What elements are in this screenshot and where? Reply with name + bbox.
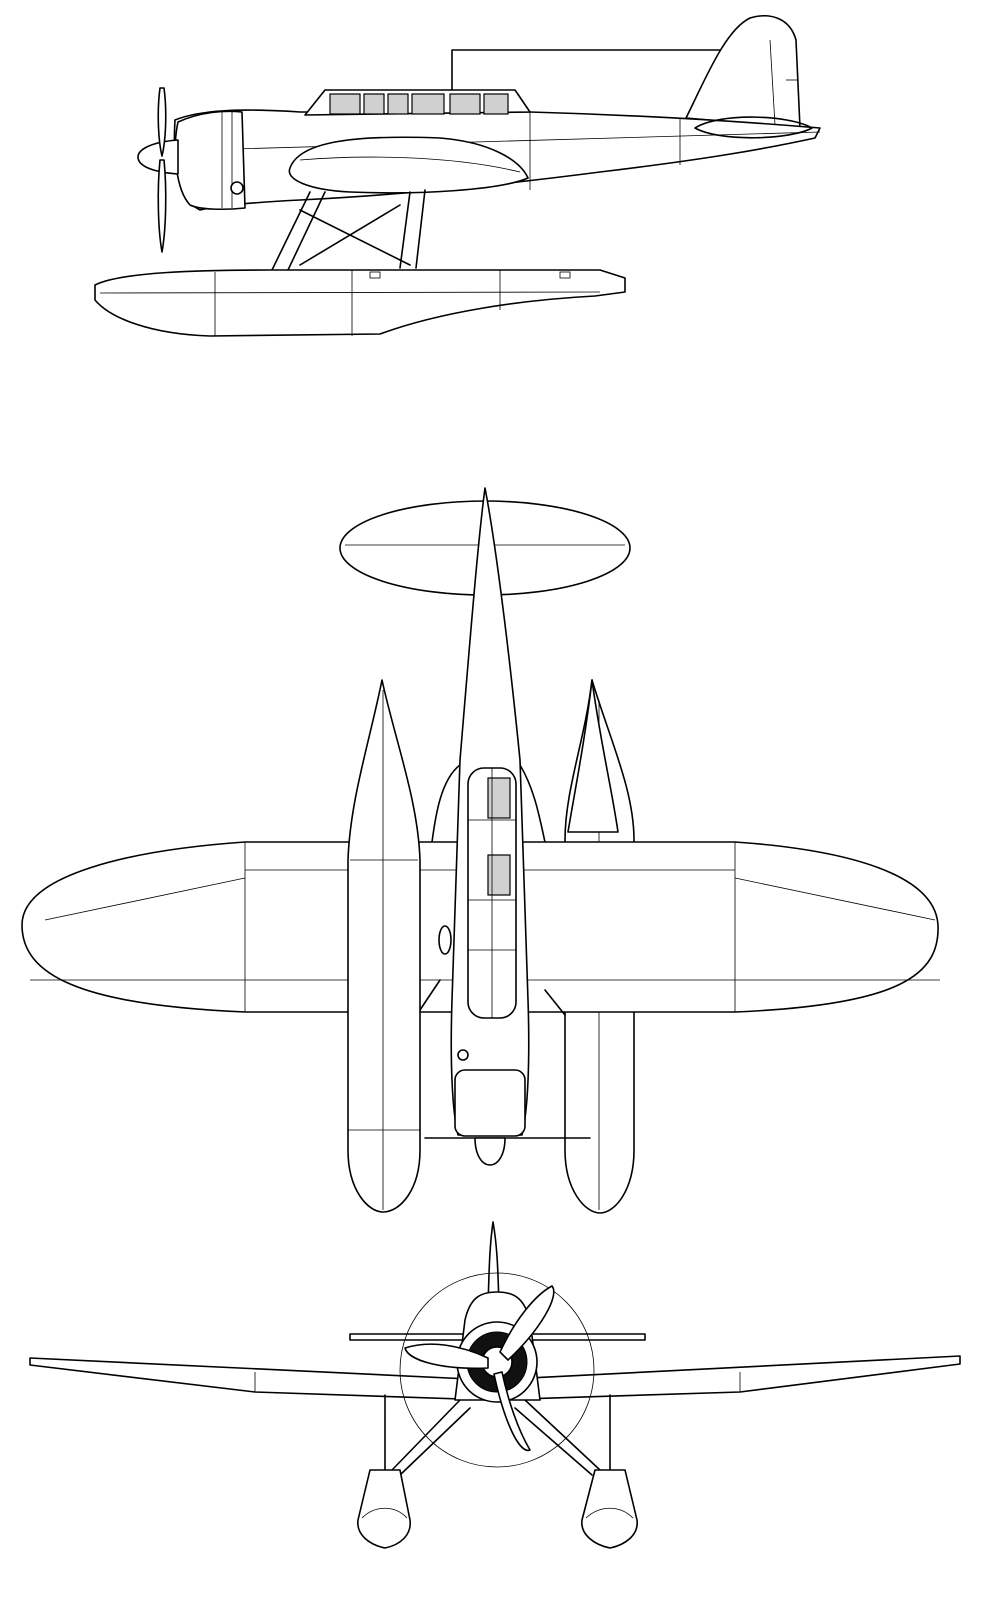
left-float (347, 679, 421, 1213)
canopy-pane (483, 93, 509, 115)
propeller-blade (157, 159, 167, 253)
front-view (29, 1221, 961, 1549)
left-float-front (357, 1469, 411, 1549)
propeller-blade (499, 1285, 555, 1361)
wing-root-fairing (288, 136, 529, 194)
engine-cowling-top (454, 1069, 526, 1137)
spinner (137, 139, 179, 175)
canopy-pane (449, 93, 481, 115)
canopy-pane (411, 93, 445, 115)
exhaust-icon (230, 181, 244, 195)
propeller-blade (493, 1371, 531, 1452)
top-view (21, 487, 940, 1214)
horizontal-stabilizer (694, 116, 813, 139)
spinner-top (474, 1137, 506, 1166)
main-float (94, 269, 626, 337)
engine-cowling (174, 110, 246, 211)
side-view (94, 15, 821, 337)
propeller-disc (399, 1272, 595, 1468)
vertical-tail (685, 15, 801, 129)
propeller-blade (157, 87, 167, 157)
canopy-pane (387, 93, 409, 115)
float-strut-front (384, 1394, 611, 1476)
right-float-nose (567, 679, 619, 833)
antenna-wire (451, 49, 723, 93)
propeller-blade (404, 1343, 489, 1370)
float-strut (271, 189, 426, 271)
canopy-pane (329, 93, 361, 115)
canopy-pane (363, 93, 385, 115)
right-float-front (581, 1469, 638, 1549)
